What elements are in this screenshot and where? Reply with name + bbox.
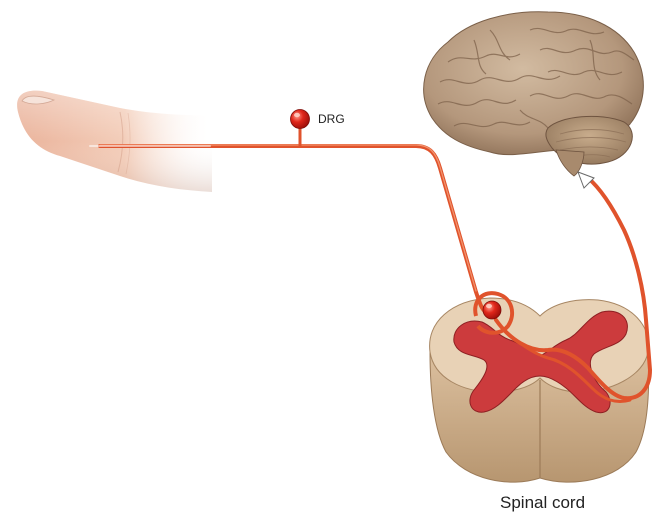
- finger-illustration: [17, 91, 212, 192]
- drg-label: DRG: [318, 112, 345, 126]
- drg-ganglion: [291, 110, 310, 147]
- brain-illustration: [424, 12, 644, 176]
- spinal-cord-cross-section: [430, 298, 649, 482]
- spinal-cord-label: Spinal cord: [500, 493, 585, 512]
- dorsal-root-ganglion: [483, 301, 501, 319]
